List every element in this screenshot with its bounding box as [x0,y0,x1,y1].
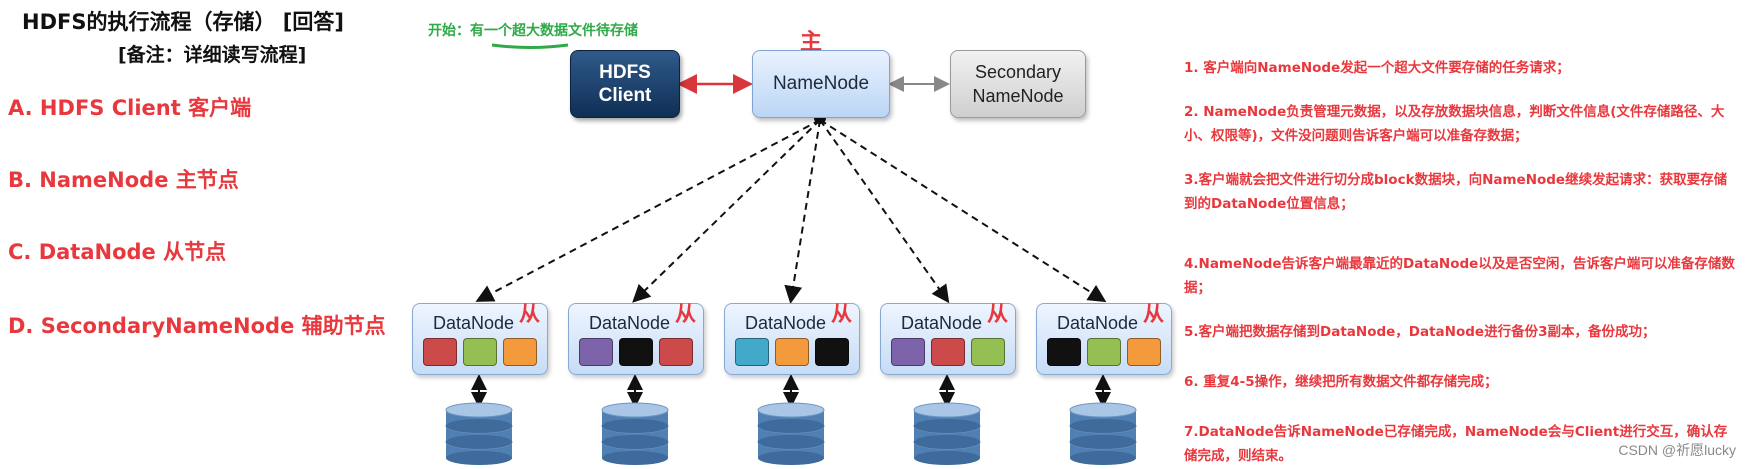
data-block [423,338,457,366]
data-block [579,338,613,366]
namenode-datanode-links [475,119,1107,304]
datanode-4: DataNode 从 [880,302,1016,375]
step-1: 1. 客户端向NameNode发起一个超大文件要存储的任务请求； [1184,60,1570,76]
disk-icon [913,402,981,465]
data-block [815,338,849,366]
datanode-label: DataNode [1057,313,1139,333]
secondary-label-line1: Secondary [974,62,1062,82]
data-block [1087,338,1121,366]
namenode-master-mark: 主 [800,30,823,55]
namenode-node: NameNode [752,50,890,118]
option-d: D. SecondaryNameNode 辅助节点 [8,314,386,338]
block-row [423,338,537,366]
datanode-label: DataNode [901,313,983,333]
datanode-2: DataNode 从 [568,302,704,375]
datanode-slave-mark: 从 [831,302,852,326]
namenode-datanode-arrow [475,119,821,302]
disk-icon [601,402,669,465]
namenode-datanode-arrow [784,119,821,304]
data-block [891,338,925,366]
datanode-disk-links [471,374,1111,408]
secondary-label-line2: NameNode [972,86,1064,106]
step-4: 4.NameNode告诉客户端最靠近的DataNode以及是否空闲，告诉客户端可… [1184,256,1735,296]
data-block [735,338,769,366]
data-block [775,338,809,366]
block-row [735,338,849,366]
client-label-line2: Client [598,85,652,106]
start-note-underline [491,43,569,49]
datanode-label: DataNode [433,313,515,333]
disk-icon [445,402,513,465]
watermark: CSDN @祈愿lucky [1618,442,1736,458]
data-block [659,338,693,366]
data-block [971,338,1005,366]
option-a: A. HDFS Client 客户端 [8,96,252,120]
namenode-datanode-arrow [632,119,821,303]
start-note: 开始：有一个超大数据文件待存储 [428,23,638,39]
step-3: 3.客户端就会把文件进行切分成block数据块，向NameNode继续发起请求：… [1184,172,1728,212]
step-2: 2. NameNode负责管理元数据，以及存放数据块信息，判断文件信息(文件存储… [1184,104,1725,144]
datanode-3: DataNode 从 [724,302,860,375]
disk-icon [757,402,825,465]
data-block [1127,338,1161,366]
datanode-1: DataNode 从 [412,302,548,375]
data-block [619,338,653,366]
namenode-label: NameNode [772,73,870,94]
block-row [1047,338,1161,366]
data-block [1047,338,1081,366]
client-label-line1: HDFS [599,62,651,83]
namenode-datanode-arrow [819,119,950,304]
datanode-slave-mark: 从 [519,302,540,326]
data-block [503,338,537,366]
datanode-label: DataNode [745,313,827,333]
block-row [579,338,693,366]
data-block [463,338,497,366]
page-subtitle: [备注：详细读写流程] [118,44,307,66]
page-title: HDFS的执行流程（存储） [回答] [22,10,344,34]
option-b: B. NameNode 主节点 [8,168,239,192]
step-6: 6. 重复4-5操作，继续把所有数据文件都存储完成； [1184,374,1498,390]
datanode-label: DataNode [589,313,671,333]
datanode-5: DataNode 从 [1036,302,1172,375]
datanode-slave-mark: 从 [987,302,1008,326]
datanode-slave-mark: 从 [675,302,696,326]
datanode-slave-mark: 从 [1143,302,1164,326]
step-7: 7.DataNode告诉NameNode已存储完成，NameNode会与Clie… [1184,424,1728,464]
data-block [931,338,965,366]
disk-group [445,402,1137,465]
block-row [891,338,1005,366]
namenode-datanode-arrow [819,119,1107,303]
disk-icon [1069,402,1137,465]
option-c: C. DataNode 从节点 [8,240,227,264]
step-5: 5.客户端把数据存储到DataNode，DataNode进行备份3副本，备份成功… [1184,324,1656,340]
